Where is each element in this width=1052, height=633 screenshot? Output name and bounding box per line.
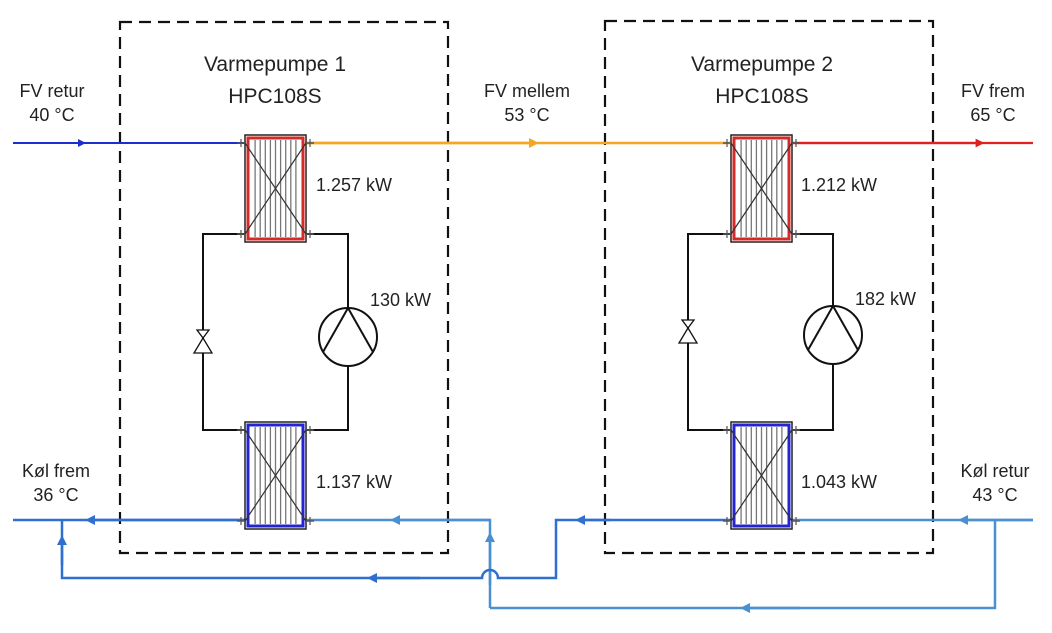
hp2-evaporator-icon [723, 421, 800, 530]
hp1-condenser-power: 1.257 kW [316, 175, 392, 195]
hex-inner-border [732, 423, 791, 528]
heat-pump-2-model: HPC108S [715, 85, 808, 108]
hp2-compressor-icon [803, 305, 863, 365]
hp2-refrigerant-loop-left [687, 233, 731, 431]
fv-frem-label: FV frem [961, 81, 1025, 101]
hex-cross [244, 429, 307, 522]
hp2-compressor-power: 182 kW [855, 289, 916, 309]
hex-cross [730, 429, 793, 522]
hp1-expansion-valve-icon [192, 329, 214, 354]
heat-pump-2-name: Varmepumpe 2 [691, 53, 833, 76]
hex-inner-border [246, 136, 305, 241]
kol-frem-temp: 36 °C [33, 485, 78, 505]
fv-retur-temp: 40 °C [29, 105, 74, 125]
kol-retur-temp: 43 °C [972, 485, 1017, 505]
kol-retur-label: Køl retur [960, 461, 1029, 481]
fv-frem-temp: 65 °C [970, 105, 1015, 125]
hp2-condenser-icon [723, 134, 800, 243]
hp1-compressor-icon [318, 307, 378, 367]
fv-mellem-label: FV mellem [484, 81, 570, 101]
hp2-expansion-valve-icon [677, 319, 699, 344]
heat-pump-2 [677, 134, 863, 530]
kol-bypass-pipe [490, 520, 997, 610]
kol-hp2-out-pipe [60, 518, 731, 580]
hex-cross [244, 142, 307, 235]
hex-inner-border [732, 136, 791, 241]
hp2-condenser-power: 1.212 kW [801, 175, 877, 195]
heat-pump-1 [192, 134, 378, 530]
heat-pump-1-model: HPC108S [228, 85, 321, 108]
kol-hp1-return-pipe [306, 518, 492, 608]
hex-cross [730, 142, 793, 235]
heat-pump-1-boundary [118, 20, 450, 555]
hp1-evaporator-power: 1.137 kW [316, 472, 392, 492]
hp1-condenser-icon [237, 134, 314, 243]
hp1-compressor-power: 130 kW [370, 290, 431, 310]
fv-mellem-temp: 53 °C [504, 105, 549, 125]
heat-pump-2-boundary [603, 19, 935, 555]
hp2-evaporator-power: 1.043 kW [801, 472, 877, 492]
fv-retur-label: FV retur [19, 81, 84, 101]
hex-inner-border [246, 423, 305, 528]
heat-pump-1-name: Varmepumpe 1 [204, 53, 346, 76]
kol-frem-label: Køl frem [22, 461, 90, 481]
hp1-refrigerant-loop-left [202, 233, 245, 431]
hp1-evaporator-icon [237, 421, 314, 530]
